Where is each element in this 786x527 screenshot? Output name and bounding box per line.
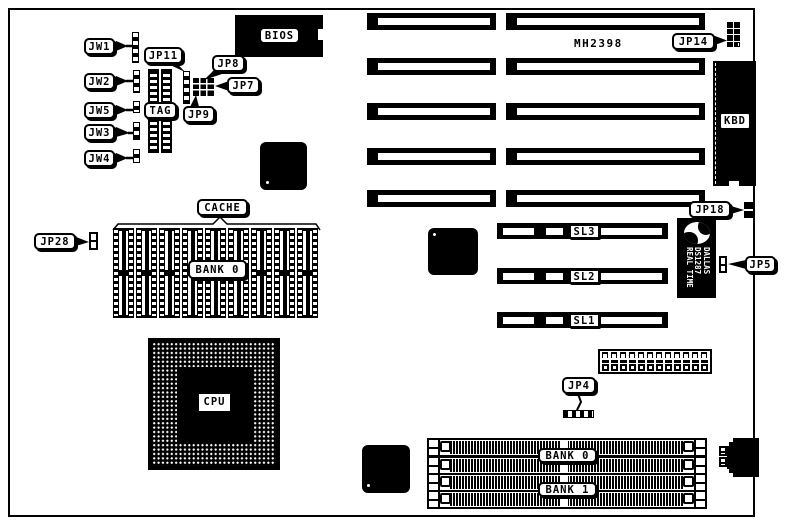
pin-header-top-row [602,352,707,358]
chip-qfp-1 [260,142,307,190]
jumper-block-jw4 [133,149,140,163]
jumper-block-jp5 [719,256,727,273]
jumper-label-jp11: JP11 [144,47,183,64]
pin-header [598,349,712,374]
edge-connector-pin1 [719,446,727,456]
jumper-block-jp18 [744,202,753,209]
part-number-text: MH2398 [574,37,623,50]
jumper-label-jp7: JP7 [227,77,260,94]
jumper-label-jw1: JW1 [84,38,115,55]
jumper-block-jw1 [132,32,139,63]
cache-chip [159,228,180,318]
isa-slot [506,13,705,30]
kbd-dashed-line [715,63,716,184]
cache-chip [113,228,134,318]
sl1-label: SL1 [569,313,600,328]
tag-label: TAG [144,102,177,119]
jumper-block-jp11-jp9 [183,71,190,104]
jumper-label-jw4: JW4 [84,150,115,167]
sl2-label: SL2 [569,269,600,284]
rtc-type: REAL TIME [684,247,694,288]
isa-slot [367,103,496,120]
jumper-block-jw5 [133,101,140,113]
isa-slot [367,148,496,165]
rtc-part: DS1287 [693,247,703,275]
isa-slot [367,58,496,75]
rtc-chip: DALLAS DS1287 REAL TIME [677,218,716,298]
cache-label: CACHE [197,199,248,216]
simm-bank0-label: BANK 0 [538,448,597,463]
jumper-label-jw5: JW5 [84,102,115,119]
jumper-label-jp8: JP8 [212,55,245,72]
isa-slot [367,190,496,207]
jumper-label-jp18: JP18 [689,201,731,218]
jumper-block-jp28 [89,232,98,250]
jumper-label-jp9: JP9 [183,106,215,123]
jumper-label-jp5: JP5 [745,256,776,273]
jumper-block-jw2 [133,70,140,93]
isa-slot [506,148,705,165]
jumper-label-jp4: JP4 [562,377,596,394]
simm-slot [427,490,707,509]
jumper-label-jw2: JW2 [84,73,115,90]
dallas-logo-icon [684,222,710,244]
kbd-notch [729,181,739,186]
isa-slot [506,190,705,207]
bios-notch [318,29,323,40]
jumper-label-jp14: JP14 [672,33,715,50]
chip-qfp-2 [428,228,478,275]
jumper-block-jp18b [744,211,753,218]
simm-bank1-label: BANK 1 [538,482,597,497]
isa-slot [367,13,496,30]
pin-header-bottom-row [602,364,708,371]
chip-qfp-3 [362,445,410,493]
simm-slot [427,456,707,475]
pin-header-mid-bar [602,360,708,363]
jumper-label-jp28: JP28 [34,233,76,250]
bios-label: BIOS [259,27,300,44]
rtc-brand: DALLAS [702,247,711,275]
jumper-block-jp7-jp8 [193,78,214,96]
isa-slot [506,103,705,120]
edge-connector [727,437,759,478]
jumper-block-jp4 [563,410,594,418]
cache-chip [297,228,318,318]
cache-chip [274,228,295,318]
jumper-block-jw3 [133,122,140,140]
cache-chip [251,228,272,318]
cpu-label: CPU [199,394,230,411]
cache-chip [136,228,157,318]
sl3-label: SL3 [569,224,600,239]
isa-slot [506,58,705,75]
edge-connector-pin2 [719,457,727,467]
cache-bank0-label: BANK 0 [188,260,247,279]
jumper-label-jw3: JW3 [84,124,115,141]
jumper-block-jp14 [727,22,742,49]
kbd-label: KBD [720,113,750,129]
